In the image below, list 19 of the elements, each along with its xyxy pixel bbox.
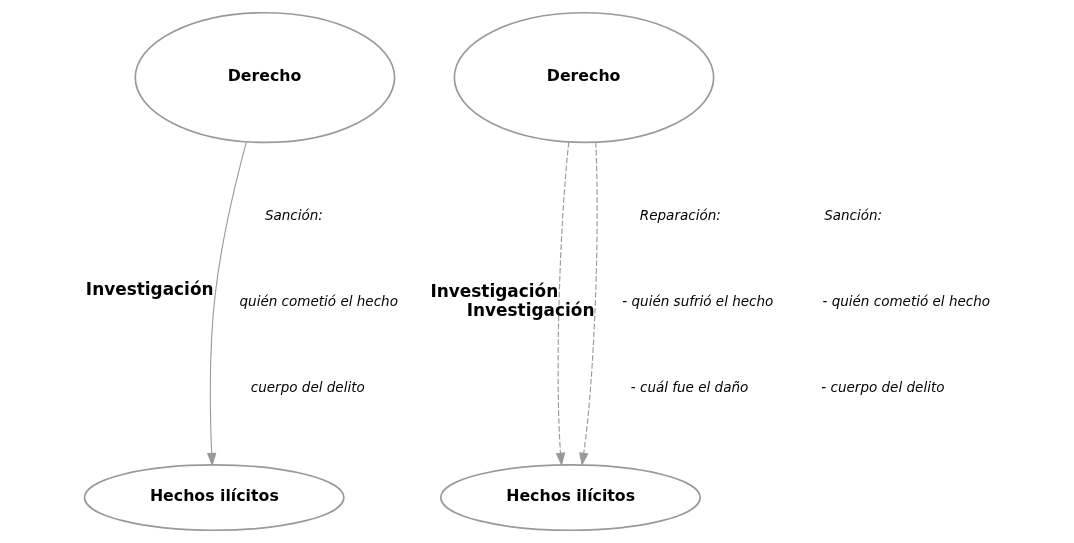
label: - quién cometió el hecho [821,293,990,309]
arrow [555,141,569,467]
node-ellipse: Hechos ilícitos [83,464,345,532]
arrow [578,141,598,467]
label: Sanción: [823,207,882,224]
node-ellipse: Derecho [133,11,395,144]
label: Sanción: [264,207,323,224]
edge-label: Investigación [429,280,558,301]
label: - cuerpo del delito [820,378,944,395]
edge-label: Investigación [85,279,214,300]
label: cuerpo del delito [250,378,365,395]
node-ellipse: Derecho [453,11,715,144]
label: - cuál fue el daño [630,378,748,395]
arrow [206,141,247,467]
node-ellipse: Hechos ilícitos [439,464,701,532]
label: Reparación: [639,207,721,224]
label: quién cometió el hecho [239,293,398,309]
label: - quién sufrió el hecho [621,293,773,309]
edge-label: Investigación [466,300,594,321]
